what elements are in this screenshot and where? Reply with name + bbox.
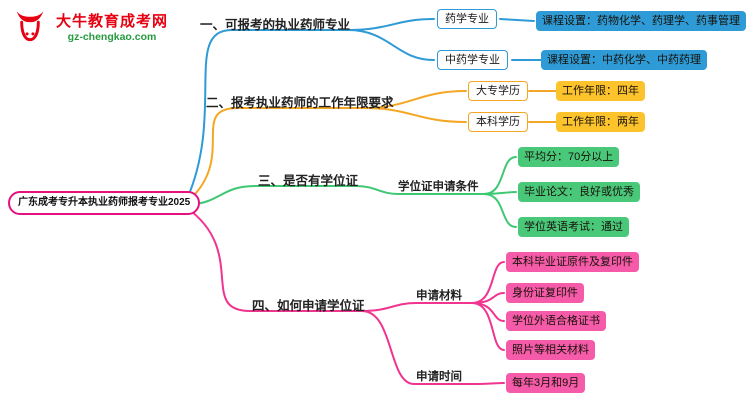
logo-url: gz-chengkao.com: [67, 30, 157, 43]
node-pharmacy-major: 药学专业: [437, 9, 497, 29]
node-pharmacy-courses: 课程设置：药物化学、药理学、药事管理: [536, 11, 746, 31]
site-logo[interactable]: 大牛教育成考网 gz-chengkao.com: [10, 8, 168, 48]
node-college-work-years: 工作年限：四年: [556, 81, 645, 101]
bull-icon: [16, 11, 44, 42]
node-apply-materials: 申请材料: [416, 290, 462, 302]
node-bachelor-work-years: 工作年限：两年: [556, 112, 645, 132]
node-bachelor-degree: 本科学历: [468, 112, 528, 132]
node-degree-english-exam: 学位英语考试：通过: [518, 217, 629, 237]
branch-1-label: 一、可报考的执业药师专业: [200, 18, 351, 32]
node-degree-apply-conditions: 学位证申请条件: [398, 181, 479, 193]
node-foreign-language-cert: 学位外语合格证书: [506, 311, 606, 331]
node-apply-months: 每年3月和9月: [506, 373, 586, 393]
node-id-card-copy: 身份证复印件: [506, 283, 584, 303]
node-diploma-original-copy: 本科毕业证原件及复印件: [506, 252, 639, 272]
node-thesis-grade: 毕业论文：良好或优秀: [518, 182, 640, 202]
node-average-score: 平均分：70分以上: [518, 147, 620, 167]
root-node: 广东成考专升本执业药师报考专业2025: [8, 191, 201, 215]
node-tcm-pharmacy-courses: 课程设置：中药化学、中药药理: [541, 50, 707, 70]
branch-2-label: 二、报考执业药师的工作年限要求: [206, 96, 394, 110]
node-apply-time: 申请时间: [416, 371, 462, 383]
node-tcm-pharmacy-major: 中药学专业: [437, 50, 508, 70]
node-photos-materials: 照片等相关材料: [506, 340, 595, 360]
branch-4-label: 四、如何申请学位证: [252, 299, 365, 313]
logo-title: 大牛教育成考网: [56, 12, 169, 30]
branch-3-label: 三、是否有学位证: [258, 174, 359, 188]
node-college-degree: 大专学历: [468, 81, 528, 101]
